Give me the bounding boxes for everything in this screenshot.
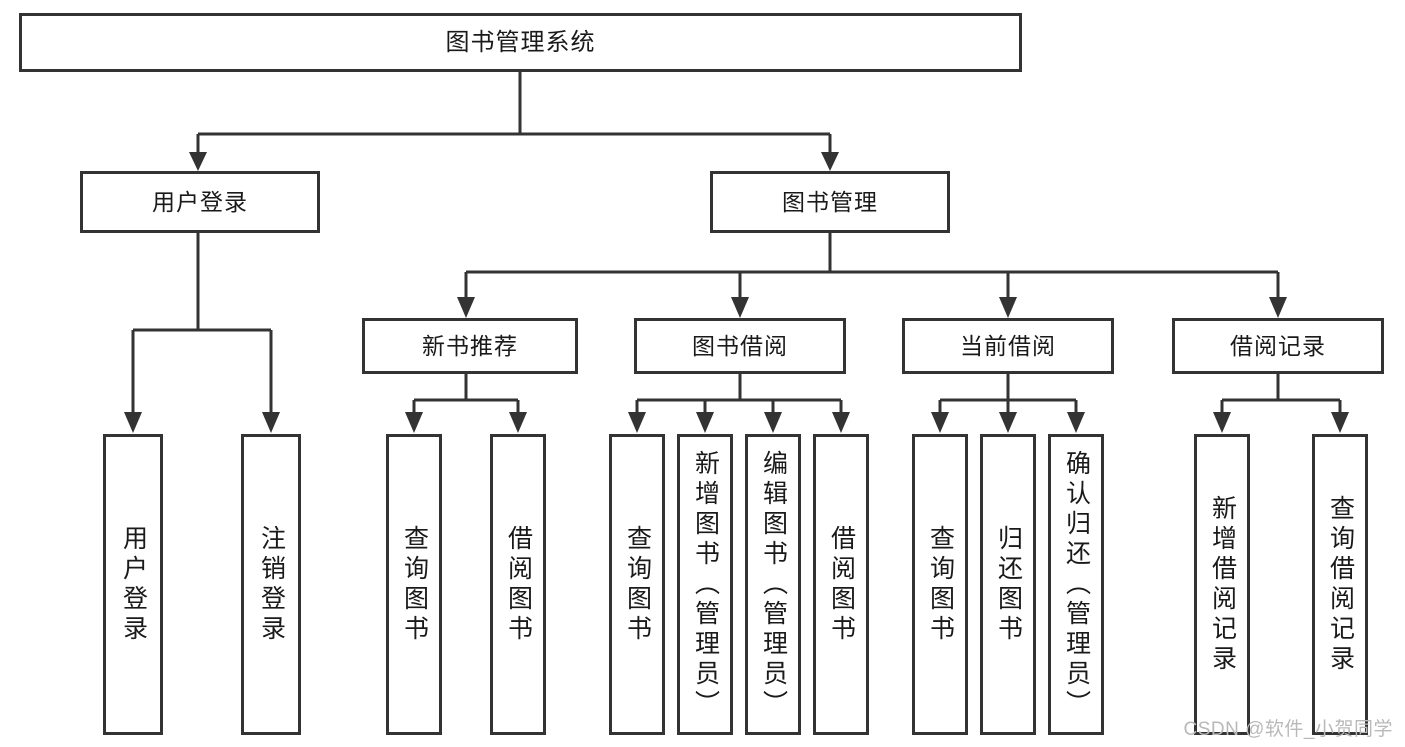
node-borrowing-records[interactable]: 借阅记录 — [1172, 318, 1384, 374]
watermark: CSDN @软件_小贺同学 — [1183, 719, 1393, 740]
node-label: 查询图书 — [926, 524, 955, 645]
node-label: 用户登录 — [152, 188, 248, 215]
node-label: 借阅图书 — [827, 524, 856, 645]
node-root-book-management-system[interactable]: 图书管理系统 — [19, 13, 1022, 72]
node-label: 查询图书 — [400, 524, 429, 645]
node-label: 借阅记录 — [1230, 332, 1326, 359]
leaf-confirm-return-admin[interactable]: 确认归还（管理员） — [1048, 434, 1104, 735]
node-label: 注销登录 — [257, 524, 286, 645]
leaf-borrow-books-recommend[interactable]: 借阅图书 — [490, 434, 546, 735]
leaf-add-borrow-record[interactable]: 新增借阅记录 — [1194, 434, 1250, 735]
node-label: 图书管理 — [782, 188, 878, 215]
node-label: 查询图书 — [623, 524, 652, 645]
node-label: 查询借阅记录 — [1326, 494, 1355, 675]
node-label: 新增图书（管理员） — [691, 449, 720, 720]
node-label: 编辑图书（管理员） — [759, 449, 788, 720]
leaf-search-books-borrow[interactable]: 查询图书 — [609, 434, 665, 735]
node-label: 图书借阅 — [692, 332, 788, 359]
node-label: 确认归还（管理员） — [1062, 449, 1091, 720]
leaf-search-books-recommend[interactable]: 查询图书 — [386, 434, 442, 735]
node-user-login[interactable]: 用户登录 — [80, 171, 320, 233]
node-label: 新增借阅记录 — [1208, 494, 1237, 675]
leaf-borrow-books[interactable]: 借阅图书 — [813, 434, 869, 735]
node-current-borrowing[interactable]: 当前借阅 — [902, 318, 1114, 374]
leaf-search-borrow-record[interactable]: 查询借阅记录 — [1312, 434, 1368, 735]
node-label: 图书管理系统 — [445, 28, 596, 56]
node-new-book-recommendation[interactable]: 新书推荐 — [362, 318, 578, 374]
leaf-return-books[interactable]: 归还图书 — [980, 434, 1036, 735]
node-label: 用户登录 — [119, 524, 148, 645]
node-label: 新书推荐 — [422, 332, 518, 359]
node-label: 当前借阅 — [960, 332, 1056, 359]
leaf-search-books-current[interactable]: 查询图书 — [912, 434, 968, 735]
leaf-user-login[interactable]: 用户登录 — [103, 434, 163, 735]
node-book-borrowing[interactable]: 图书借阅 — [634, 318, 846, 374]
leaf-add-book-admin[interactable]: 新增图书（管理员） — [677, 434, 733, 735]
node-label: 借阅图书 — [504, 524, 533, 645]
leaf-edit-book-admin[interactable]: 编辑图书（管理员） — [745, 434, 801, 735]
leaf-logout[interactable]: 注销登录 — [241, 434, 301, 735]
node-label: 归还图书 — [994, 524, 1023, 645]
node-book-management[interactable]: 图书管理 — [710, 171, 950, 233]
